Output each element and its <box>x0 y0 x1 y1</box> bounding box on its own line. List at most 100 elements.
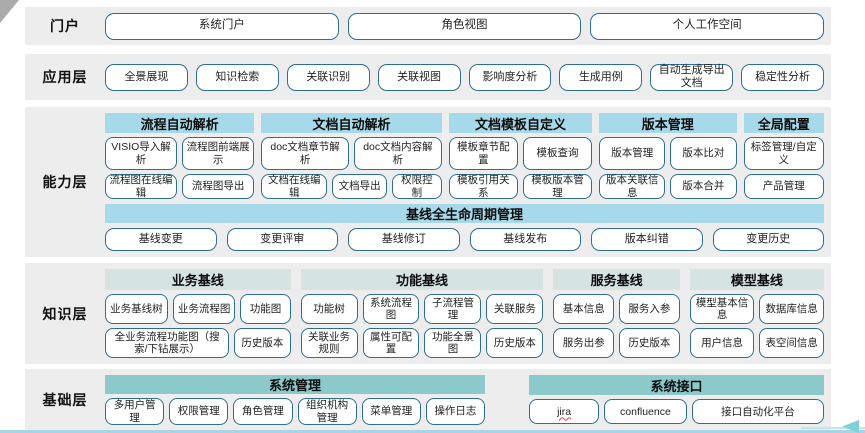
baseline-items: 基线变更 变更评审 基线修订 基线发布 版本纠错 变更历史 <box>105 228 824 251</box>
layer-foundation: 基础层 系统管理 多用户管理 权限管理 角色管理 组织机构管理 菜单管理 操作日… <box>25 369 831 430</box>
layer-capability: 能力层 流程自动解析 VISIO导入解析 流程图前端展示 流程图在线编辑 流程图… <box>25 107 831 257</box>
capability-node: 版本比对 <box>670 137 737 170</box>
foundation-node: 角色管理 <box>233 398 293 425</box>
capability-node: 文档导出 <box>332 174 387 199</box>
baseline-node: 基线修订 <box>348 228 460 251</box>
application-node: 关联视图 <box>377 63 461 91</box>
capability-node: 流程图导出 <box>182 174 255 199</box>
baseline-node: 基线发布 <box>469 228 581 251</box>
capability-node: 版本合并 <box>670 174 737 199</box>
knowledge-node: 属性可配置 <box>362 328 420 358</box>
capability-node: doc文档内容解析 <box>354 137 442 170</box>
portal-node: 角色视图 <box>347 12 582 40</box>
baseline-node: 版本纠错 <box>591 228 703 251</box>
foundation-node-confluence: confluence <box>604 399 687 424</box>
flow-arrow-line <box>801 427 865 429</box>
capability-node: 标签管理/自定义 <box>743 137 824 170</box>
knowledge-node: 模型基本信息 <box>689 294 755 325</box>
knowledge-node: 功能全景图 <box>424 328 482 358</box>
knowledge-node: 表空间信息 <box>759 328 824 358</box>
jira-label: jira <box>557 405 572 418</box>
knowledge-node: 数据库信息 <box>759 294 824 325</box>
foundation-node: 组织机构管理 <box>297 398 357 425</box>
knowledge-node: 子流程管理 <box>424 294 482 325</box>
capability-node: 模板查询 <box>522 137 593 170</box>
corner-fold-decoration <box>0 0 19 23</box>
capability-node: 文档在线编辑 <box>261 174 328 199</box>
knowledge-node: 全业务流程功能图（搜索/下钻展示） <box>105 328 230 358</box>
capability-groups: 流程自动解析 VISIO导入解析 流程图前端展示 流程图在线编辑 流程图导出 文… <box>105 113 824 199</box>
knowledge-group-business-baseline: 业务基线 业务基线树 业务流程图 功能图 全业务流程功能图（搜索/下钻展示） 历… <box>105 269 291 358</box>
knowledge-node: 历史版本 <box>234 328 291 358</box>
capability-group-process-parse: 流程自动解析 VISIO导入解析 流程图前端展示 流程图在线编辑 流程图导出 <box>105 113 255 199</box>
application-node: 生成用例 <box>559 63 643 91</box>
knowledge-node: 系统流程图 <box>362 294 420 325</box>
layer-knowledge: 知识层 业务基线 业务基线树 业务流程图 功能图 全业务流程功能图（搜索/下钻展… <box>25 263 831 364</box>
application-node: 全景展现 <box>105 63 188 91</box>
capability-node: 流程图在线编辑 <box>105 174 178 199</box>
knowledge-node: 业务流程图 <box>172 294 236 325</box>
foundation-node-jira: jira <box>529 399 600 424</box>
capability-node: doc文档章节解析 <box>261 137 349 170</box>
capability-group-version: 版本管理 版本管理 版本比对 版本关联信息 版本合并 <box>599 113 737 199</box>
knowledge-node: 功能图 <box>240 294 291 325</box>
knowledge-node: 业务基线树 <box>105 294 168 325</box>
knowledge-node: 功能树 <box>300 294 358 325</box>
knowledge-group-service-baseline: 服务基线 基本信息 服务入参 服务出参 历史版本 <box>553 269 680 358</box>
capability-group-doc-parse: 文档自动解析 doc文档章节解析 doc文档内容解析 文档在线编辑 文档导出 权… <box>261 113 442 199</box>
portal-node: 系统门户 <box>105 12 339 40</box>
layer-label-application: 应用层 <box>42 69 88 85</box>
foundation-node: 权限管理 <box>169 398 229 425</box>
bottom-border-line <box>0 430 865 433</box>
group-header: 业务基线 <box>105 269 291 291</box>
capability-node: 权限控制 <box>391 174 442 199</box>
foundation-content: 系统管理 多用户管理 权限管理 角色管理 组织机构管理 菜单管理 操作日志 系统… <box>105 369 831 430</box>
capability-node: 流程图前端展示 <box>182 137 255 170</box>
knowledge-node: 基本信息 <box>553 294 615 325</box>
layer-label-knowledge: 知识层 <box>42 305 88 322</box>
knowledge-node: 历史版本 <box>619 328 680 358</box>
group-header: 功能基线 <box>300 269 544 291</box>
baseline-node: 基线变更 <box>105 228 217 251</box>
portal-node: 个人工作空间 <box>590 12 825 40</box>
capability-node: 模板版本管理 <box>522 174 593 199</box>
knowledge-content: 业务基线 业务基线树 业务流程图 功能图 全业务流程功能图（搜索/下钻展示） 历… <box>105 263 831 364</box>
group-header: 服务基线 <box>553 269 680 291</box>
application-node: 自动生成导出文档 <box>650 63 734 91</box>
capability-node: 产品管理 <box>743 174 824 199</box>
knowledge-node: 用户信息 <box>689 328 755 358</box>
baseline-lifecycle-header: 基线全生命周期管理 <box>105 204 824 223</box>
foundation-group-system-interface: 系统接口 jira confluence 接口自动化平台 <box>529 375 824 424</box>
foundation-group-system-mgmt: 系统管理 多用户管理 权限管理 角色管理 组织机构管理 菜单管理 操作日志 <box>105 375 486 425</box>
group-header: 系统接口 <box>529 375 824 396</box>
application-node: 影响度分析 <box>468 63 552 91</box>
group-header: 文档自动解析 <box>261 113 442 133</box>
capability-node: 模板章节配置 <box>448 137 518 170</box>
foundation-node: 菜单管理 <box>361 398 421 425</box>
group-header: 文档模板自定义 <box>448 113 593 133</box>
foundation-node-interface-platform: 接口自动化平台 <box>691 399 824 424</box>
application-items: 全景展现 知识检索 关联识别 关联视图 影响度分析 生成用例 自动生成导出文档 … <box>105 54 831 100</box>
knowledge-node: 服务入参 <box>619 294 680 325</box>
knowledge-group-model-baseline: 模型基线 模型基本信息 数据库信息 用户信息 表空间信息 <box>689 269 824 358</box>
application-node: 关联识别 <box>286 63 370 91</box>
capability-node: 模板引用关系 <box>448 174 518 199</box>
foundation-node: 操作日志 <box>425 398 486 425</box>
layer-application: 应用层 全景展现 知识检索 关联识别 关联视图 影响度分析 生成用例 自动生成导… <box>25 54 831 100</box>
capability-node: 版本关联信息 <box>599 174 666 199</box>
layer-portal: 门户 系统门户 角色视图 个人工作空间 <box>25 7 831 45</box>
group-header: 模型基线 <box>689 269 824 291</box>
group-header: 全局配置 <box>743 113 824 133</box>
capability-node: 版本管理 <box>599 137 666 170</box>
capability-content: 流程自动解析 VISIO导入解析 流程图前端展示 流程图在线编辑 流程图导出 文… <box>105 107 831 257</box>
capability-group-template: 文档模板自定义 模板章节配置 模板查询 模板引用关系 模板版本管理 <box>448 113 593 199</box>
knowledge-node: 服务出参 <box>553 328 615 358</box>
group-header: 流程自动解析 <box>105 113 255 133</box>
layer-label-foundation: 基础层 <box>42 391 88 408</box>
knowledge-node: 历史版本 <box>486 328 544 358</box>
portal-items: 系统门户 角色视图 个人工作空间 <box>105 7 831 45</box>
layer-label-portal: 门户 <box>50 18 80 34</box>
capability-group-global-config: 全局配置 标签管理/自定义 产品管理 <box>743 113 824 199</box>
group-header: 版本管理 <box>599 113 737 133</box>
group-header: 系统管理 <box>105 375 485 394</box>
